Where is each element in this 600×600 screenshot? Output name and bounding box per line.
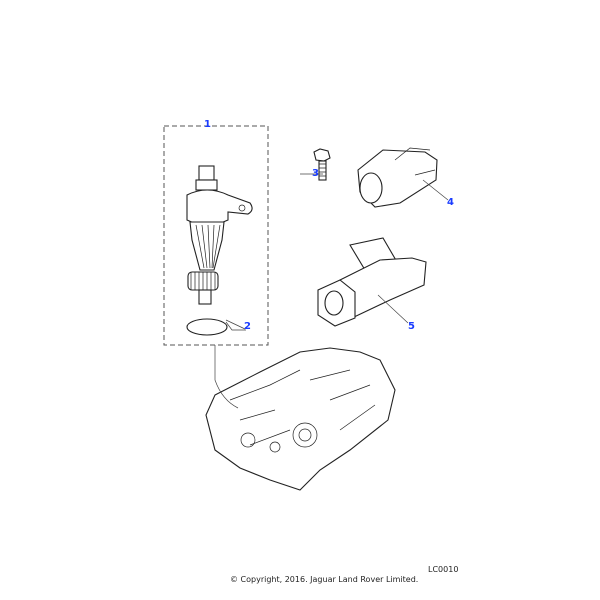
speedometer-drive-gear-icon — [186, 165, 253, 305]
callout-4: 4 — [447, 197, 454, 208]
connector-4-icon — [357, 147, 438, 208]
callout-2: 2 — [244, 321, 251, 332]
transmission-casing-icon — [205, 347, 396, 491]
kit-group-box — [163, 125, 269, 346]
speed-sensor-5-icon — [317, 237, 427, 327]
callout-5: 5 — [408, 321, 415, 332]
copyright-notice: © Copyright, 2016. Jaguar Land Rover Lim… — [230, 575, 419, 584]
callout-3: 3 — [312, 168, 319, 179]
drawing-code: LC0010 — [428, 565, 459, 574]
bolt-icon — [313, 148, 331, 181]
callout-1: 1 — [204, 119, 211, 130]
o-ring-icon — [186, 318, 228, 336]
